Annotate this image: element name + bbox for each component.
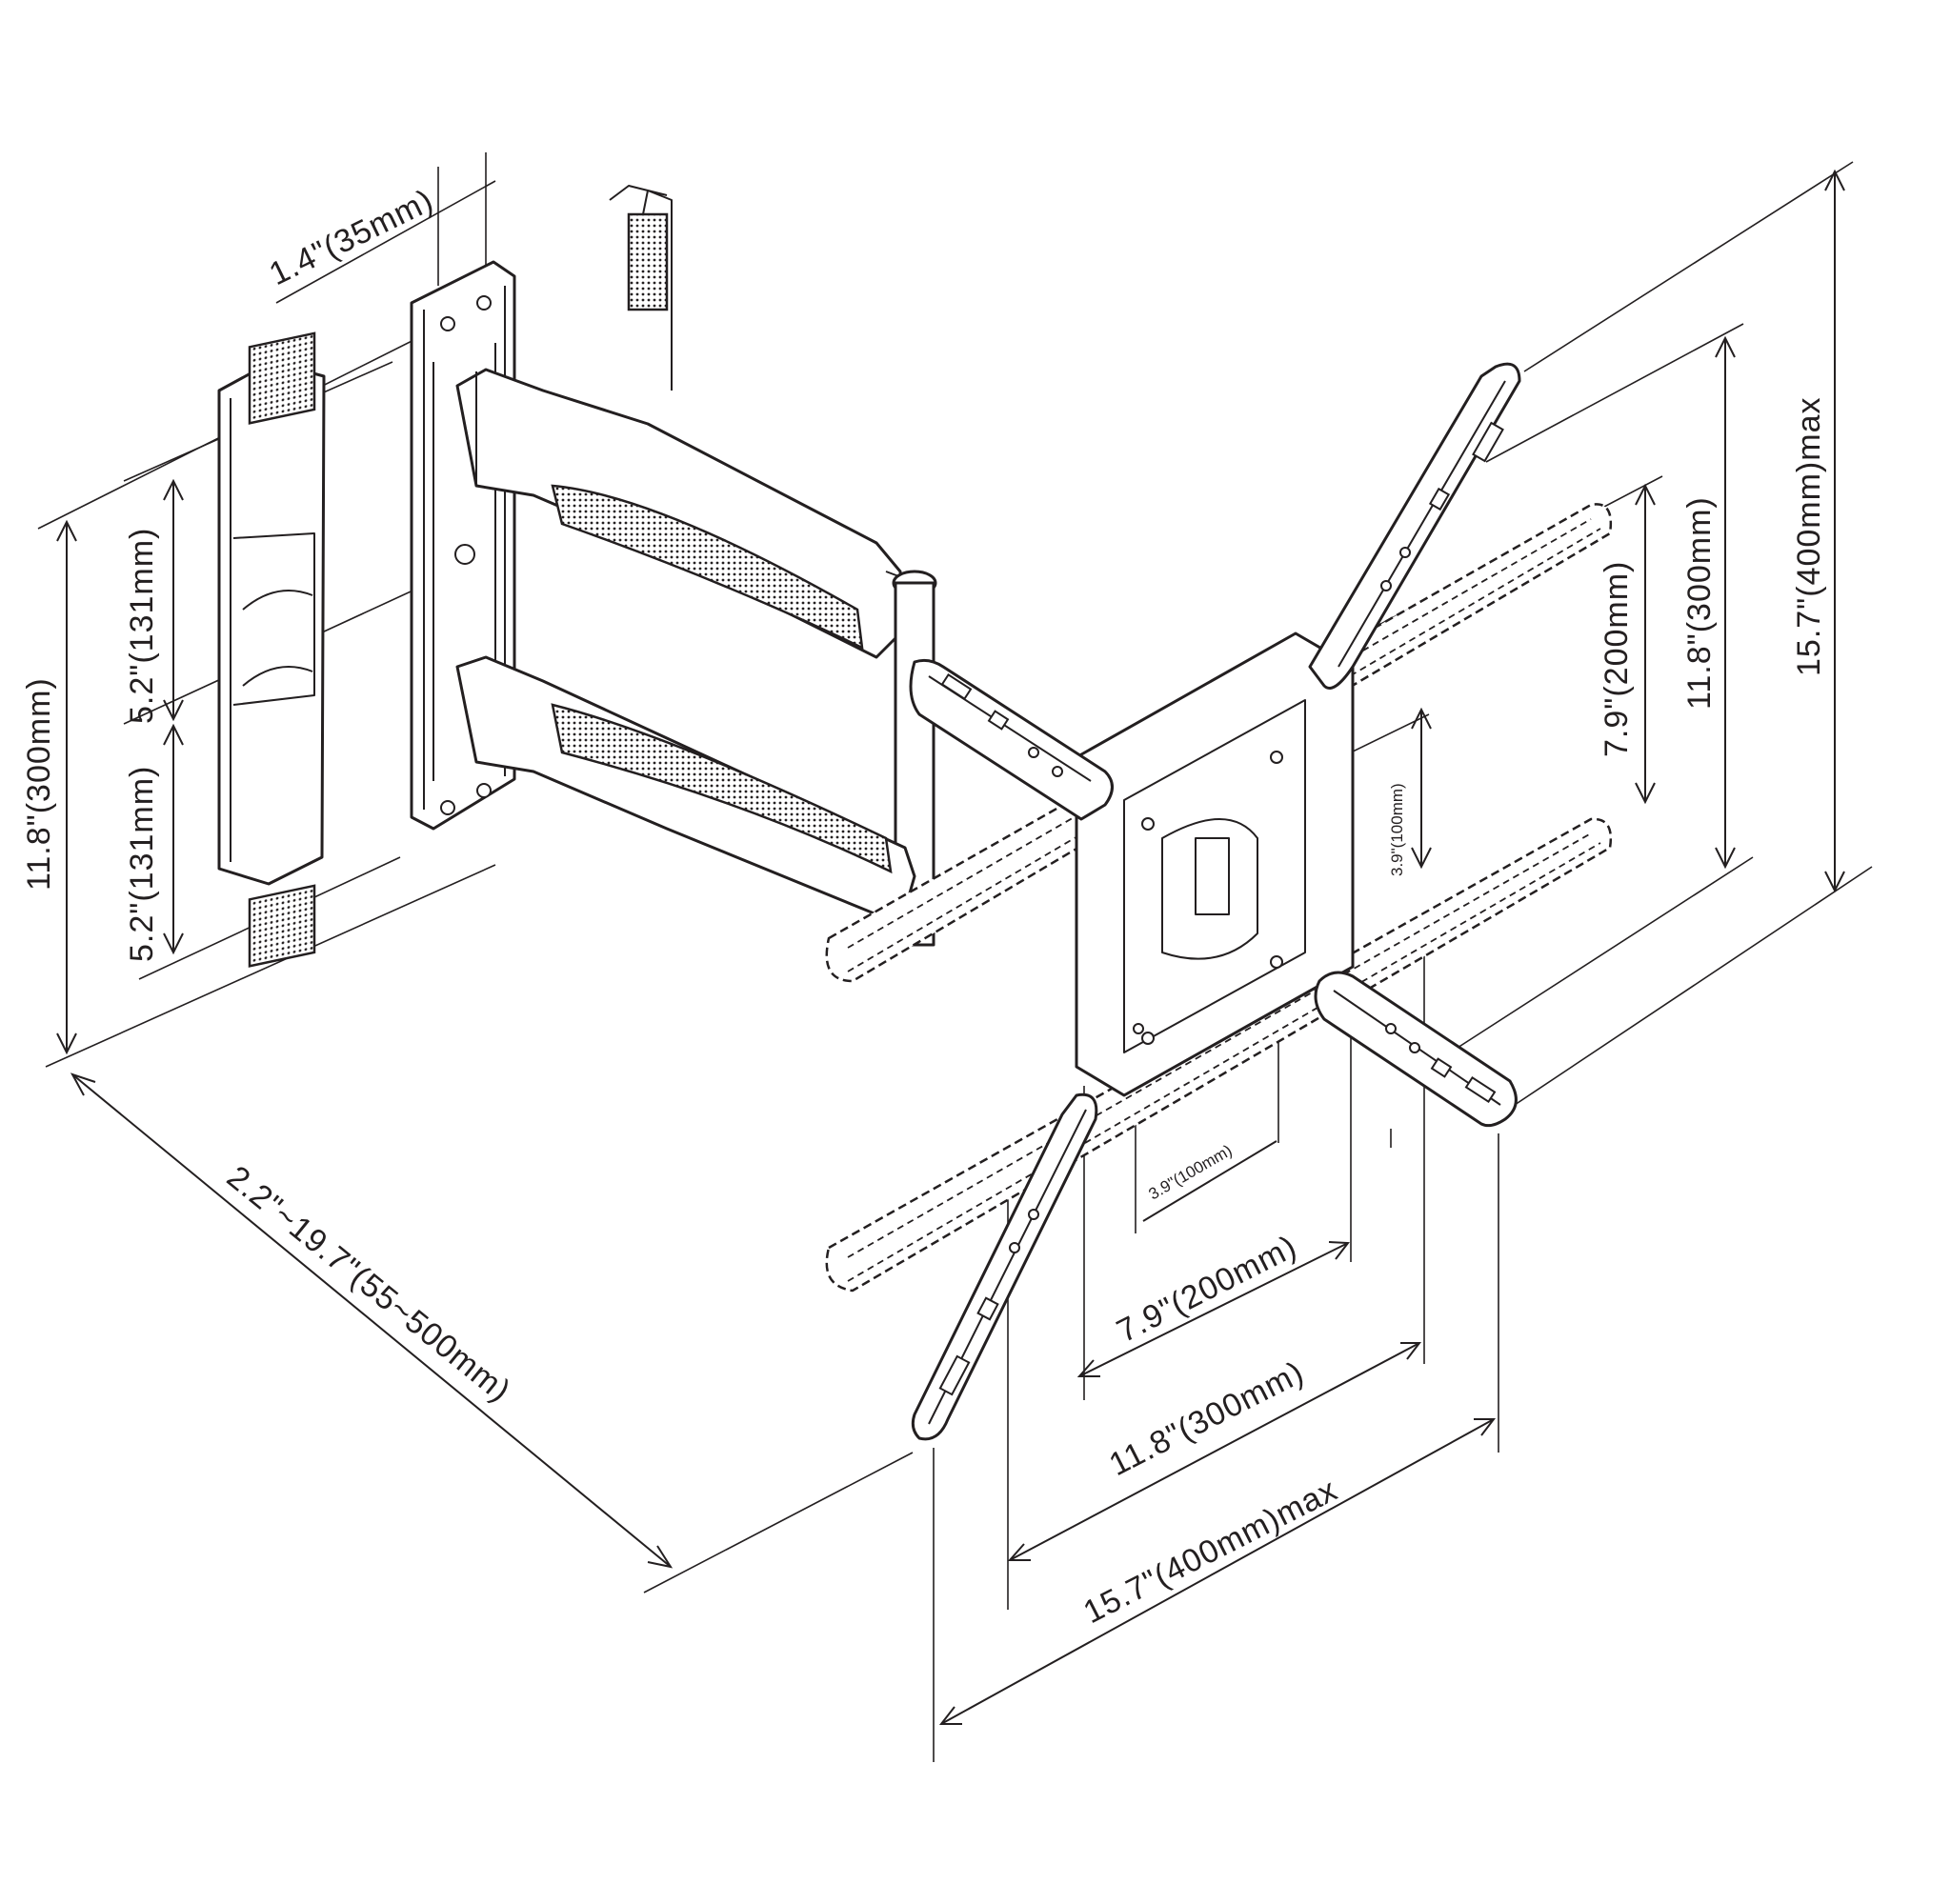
label-vesa-v-100: 3.9"(100mm) [1388, 783, 1406, 876]
label-vesa-h-200: 7.9"(200mm) [1111, 1229, 1302, 1351]
vesa-adapter-plate [1075, 631, 1355, 1097]
label-vesa-h-400: 15.7"(400mm)max [1077, 1472, 1343, 1631]
label-hole-spacing-lower: 5.2"(131mm) [124, 766, 160, 962]
wall-cover-rear [217, 331, 326, 968]
label-hole-spacing-upper: 5.2"(131mm) [124, 528, 160, 724]
label-vesa-v-400: 15.7"(400mm)max [1791, 397, 1827, 677]
label-vesa-h-300: 11.8"(300mm) [1103, 1354, 1310, 1483]
label-wall-plate-depth: 1.4"(35mm) [264, 182, 439, 292]
lower-arm [455, 185, 916, 916]
label-vesa-h-100: 3.9"(100mm) [1146, 1141, 1236, 1203]
label-vesa-v-200: 7.9"(200mm) [1599, 561, 1635, 757]
tv-brackets [909, 362, 1521, 1441]
label-vesa-v-300: 11.8"(300mm) [1681, 496, 1718, 710]
label-wall-plate-height: 11.8"(300mm) [21, 677, 57, 891]
label-extension-range: 2.2"~19.7"(55~500mm) [220, 1159, 517, 1410]
upper-arm [455, 368, 937, 947]
dimension-lines [37, 152, 1873, 1762]
